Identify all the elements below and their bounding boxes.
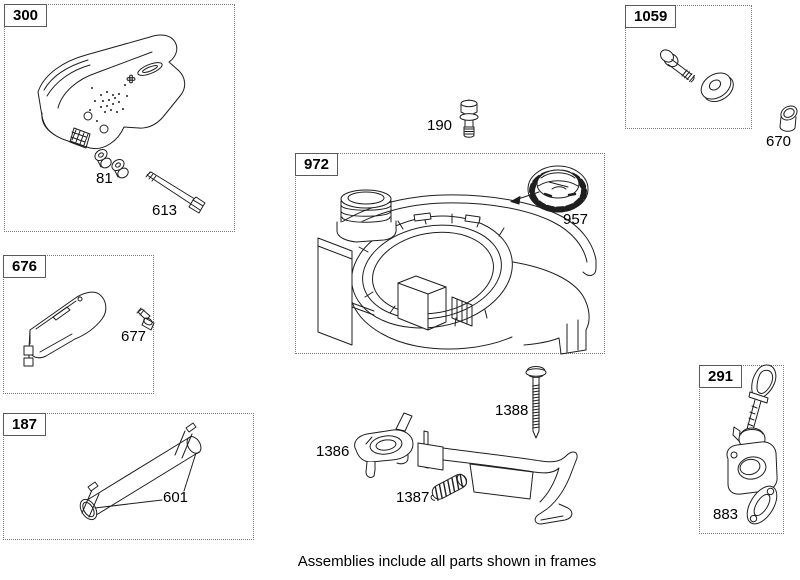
- part-label-screw-1388: 1388: [495, 402, 529, 419]
- spring-drawing: [427, 472, 469, 503]
- frame-number: 187: [3, 413, 47, 436]
- screw-1388-drawing: [526, 367, 546, 439]
- frame-187-tube-assembly: 187: [3, 413, 254, 540]
- frame-676-guard-assembly: 676: [3, 255, 154, 394]
- part-label-bushing-670: 670: [766, 133, 792, 150]
- part-label-screw-613: 613: [152, 202, 178, 219]
- part-label-gasket-883: 883: [713, 506, 739, 523]
- control-bracket-drawing: [355, 413, 577, 524]
- frame-number: 291: [699, 365, 743, 388]
- frame-number: 300: [4, 4, 48, 27]
- part-label-spacers: 81: [96, 170, 113, 187]
- part-label-screw-677: 677: [121, 328, 147, 345]
- part-label-tube-601: 601: [163, 489, 189, 506]
- frame-300-muffler-assembly: 300: [4, 4, 235, 232]
- part-label-cap-957: 957: [563, 211, 589, 228]
- part-label-spring-1387: 1387: [396, 489, 430, 506]
- frame-number: 676: [3, 255, 47, 278]
- caption: Assemblies include all parts shown in fr…: [297, 553, 597, 570]
- bushing-drawing: [778, 103, 799, 131]
- frame-291-dipstick-assembly: 291: [699, 365, 784, 534]
- frame-number: 1059: [625, 5, 677, 28]
- frame-number: 972: [295, 153, 339, 176]
- part-label-bracket-1386: 1386: [316, 443, 350, 460]
- part-label-bolt-190: 190: [427, 117, 453, 134]
- bolt-190-drawing: [460, 100, 478, 137]
- frame-1059-bolt-assembly: 1059: [625, 5, 752, 129]
- frame-972-housing-assembly: 972: [295, 153, 605, 354]
